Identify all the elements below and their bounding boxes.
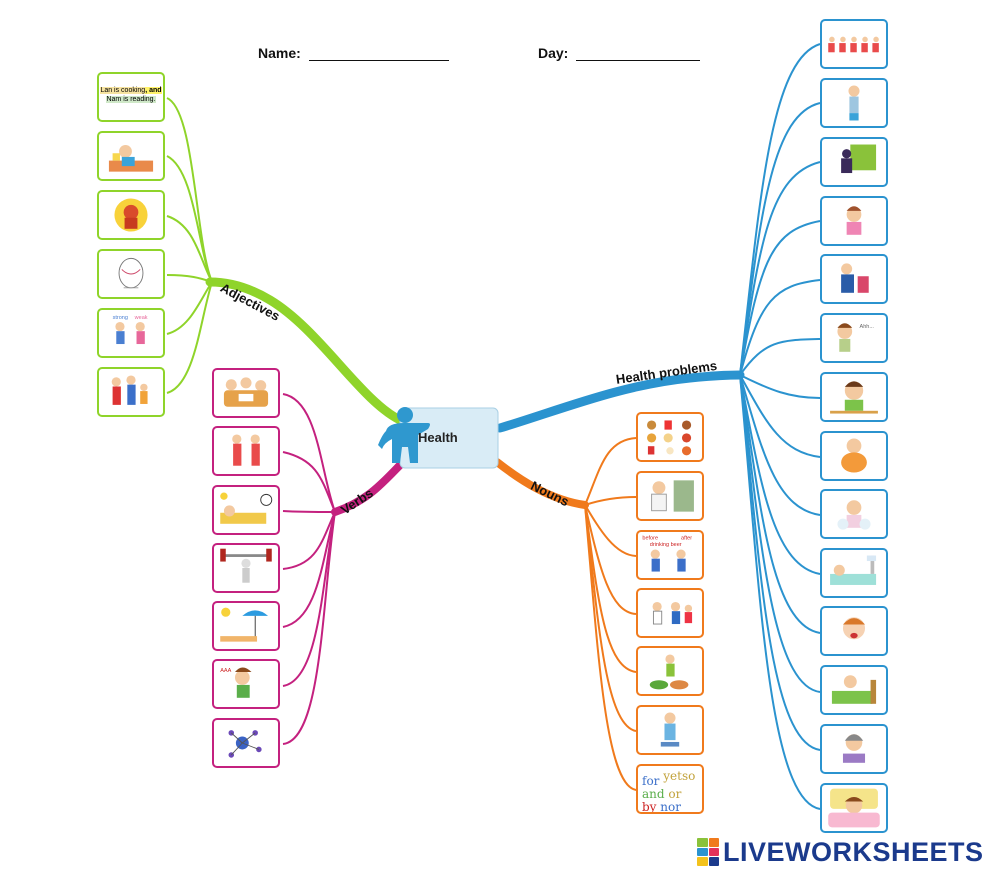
sentence-card-text: Lan is cooking, and Nam is reading. [100, 87, 162, 103]
health-problem-card[interactable] [820, 78, 888, 128]
day-label: Day: [538, 45, 569, 61]
verb-card[interactable] [212, 601, 280, 651]
health-problem-card[interactable] [820, 19, 888, 69]
day-field: Day: [538, 45, 701, 61]
girl-with-fever-picture [831, 675, 877, 704]
verb-card[interactable] [212, 368, 280, 418]
hot-kid-picture [114, 198, 148, 232]
health-problem-card[interactable] [820, 783, 888, 833]
svg-text:strong: strong [113, 315, 128, 321]
svg-text:AAA: AAA [220, 668, 231, 674]
logo-mark-icon [697, 838, 719, 866]
central-node [378, 405, 500, 469]
adjective-card[interactable] [97, 131, 165, 181]
health-problem-card[interactable] [820, 665, 888, 715]
dizzy-silhouette-picture [841, 144, 877, 174]
health-problem-card[interactable] [820, 489, 888, 539]
health-problem-card[interactable] [820, 548, 888, 598]
tired-face-picture [118, 257, 144, 289]
coughing-girl-picture [846, 206, 862, 235]
adjective-card[interactable]: strong weak [97, 308, 165, 358]
sore-throat-boy-picture: Ahh... [837, 323, 875, 352]
crying-girl-picture [842, 617, 866, 640]
svg-text:before: before [642, 535, 658, 541]
name-blank-line[interactable] [308, 46, 449, 61]
health-problem-card[interactable] [820, 724, 888, 774]
sick-boy-in-bed-picture [108, 144, 154, 172]
weightlifting-picture [220, 548, 272, 583]
boy-on-scale-picture [660, 712, 680, 747]
svg-text:weak: weak [134, 315, 148, 321]
verb-card[interactable] [212, 426, 280, 476]
noun-card[interactable] [636, 646, 704, 696]
molecule-picture [228, 730, 262, 758]
verb-card[interactable] [212, 543, 280, 593]
svg-text:Ahh...: Ahh... [860, 324, 875, 330]
girl-in-bed-picture [828, 788, 880, 828]
name-field: Name: [258, 45, 449, 61]
noun-card[interactable] [636, 471, 704, 521]
family-reading-picture [223, 377, 269, 407]
sick-girl-picture [837, 500, 871, 530]
girl-eating-picture [830, 381, 878, 414]
headache-woman-picture [848, 85, 860, 121]
svg-text:drinking beer: drinking beer [650, 542, 682, 548]
conjunction-words: for yetso and or by nor [642, 769, 696, 814]
health-problem-card[interactable] [820, 137, 888, 187]
noun-card[interactable]: for yetso and or by nor [636, 764, 704, 814]
hospital-bed-picture [830, 555, 877, 585]
health-problem-card[interactable] [820, 254, 888, 304]
sneezing-picture: AAA [220, 667, 252, 698]
sleeping-in-bed-picture [220, 492, 273, 524]
liveworksheets-logo: LIVEWORKSHEETS [697, 836, 984, 868]
noun-card[interactable] [636, 588, 704, 638]
logo-text: LIVEWORKSHEETS [723, 836, 984, 867]
family-exercise-picture [111, 375, 148, 405]
junk-food-picture [647, 420, 692, 456]
health-problem-card[interactable] [820, 431, 888, 481]
noun-card[interactable] [636, 412, 704, 462]
adjective-card[interactable]: Lan is cooking, and Nam is reading. [97, 72, 165, 122]
healthy-vegetables-picture [649, 654, 689, 690]
people-row-picture [828, 36, 879, 53]
adjective-card[interactable] [97, 190, 165, 240]
health-problem-card[interactable] [820, 196, 888, 246]
verb-card[interactable]: AAA [212, 659, 280, 709]
health-problem-card[interactable]: Ahh... [820, 313, 888, 363]
central-node-label: Health [418, 430, 458, 445]
adjective-card[interactable] [97, 249, 165, 299]
day-blank-line[interactable] [576, 46, 701, 61]
stressed-woman-picture [842, 734, 866, 763]
svg-text:after: after [681, 535, 692, 541]
health-problem-card[interactable] [820, 372, 888, 422]
adjective-card[interactable] [97, 367, 165, 417]
doctor-kids-picture [652, 601, 693, 625]
beach-umbrella-picture [220, 607, 269, 642]
stomachache-man-picture [841, 263, 869, 293]
strong-weak-kids-picture: strong weak [113, 315, 148, 345]
verb-card[interactable] [212, 485, 280, 535]
scientist-picture [651, 480, 694, 512]
overweight-boy-picture [841, 438, 867, 473]
verb-card[interactable] [212, 718, 280, 768]
health-problem-card[interactable] [820, 606, 888, 656]
noun-card[interactable] [636, 705, 704, 755]
two-girls-picture [232, 434, 260, 466]
name-label: Name: [258, 45, 301, 61]
